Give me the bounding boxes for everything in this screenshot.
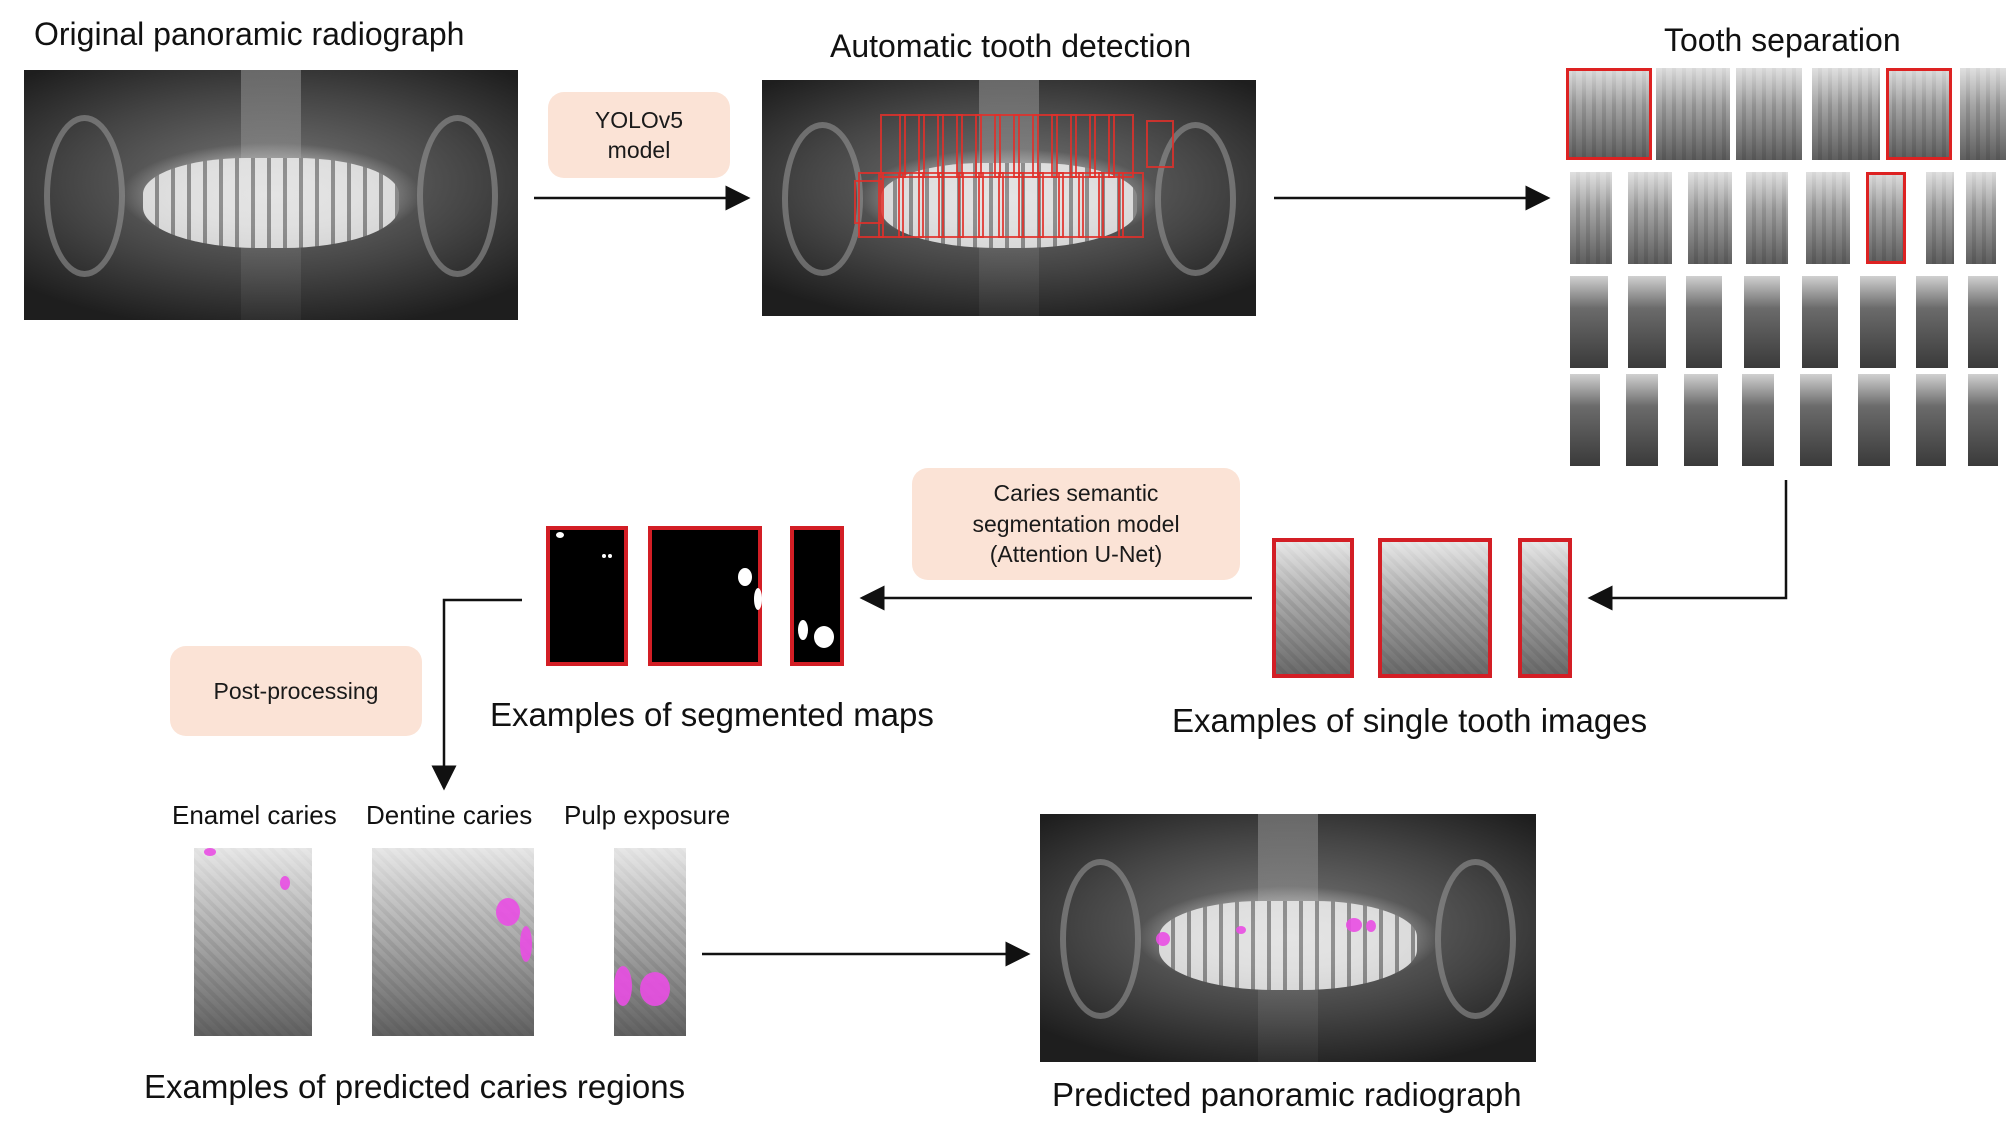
title-automatic-tooth-detection: Automatic tooth detection — [830, 28, 1192, 64]
yolo-label-line2: model — [607, 137, 671, 163]
separated-tooth-tile — [1966, 172, 1996, 264]
detection-box — [956, 114, 982, 178]
separated-tooth-tile — [1686, 276, 1722, 368]
caption-segmented-maps: Examples of segmented maps — [490, 696, 934, 733]
separated-tooth-tile — [1968, 276, 1998, 368]
predicted-pulp-exposure-image — [614, 848, 686, 1036]
label-pulp-exposure: Pulp exposure — [564, 800, 731, 830]
predicted-panoramic-image — [1040, 814, 1536, 1062]
detection-box — [1038, 172, 1064, 238]
separated-tooth-tile — [1968, 374, 1998, 466]
separated-tooth-tile — [1570, 276, 1608, 368]
detection-box — [854, 180, 882, 224]
detection-box — [1098, 172, 1124, 238]
segmented-map-2 — [648, 526, 762, 666]
separated-tooth-tile — [1858, 374, 1890, 466]
detection-box — [878, 172, 904, 238]
separated-tooth-tile — [1812, 68, 1880, 160]
caption-single-tooth-images: Examples of single tooth images — [1172, 702, 1648, 739]
separated-tooth-tile — [1926, 172, 1954, 264]
caption-predicted-caries-regions: Examples of predicted caries regions — [144, 1068, 686, 1105]
label-enamel-caries: Enamel caries — [172, 800, 337, 830]
detection-box — [1058, 172, 1084, 238]
caption-predicted-panoramic: Predicted panoramic radiograph — [1052, 1076, 1522, 1113]
separated-tooth-tile — [1886, 68, 1952, 160]
detection-box — [994, 114, 1020, 178]
detection-box — [1032, 114, 1058, 178]
separated-tooth-tile — [1736, 68, 1802, 160]
separated-tooth-tile — [1688, 172, 1732, 264]
detection-box — [918, 114, 944, 178]
post-processing-label: Post-processing — [213, 677, 379, 704]
detection-box — [978, 172, 1004, 238]
tooth-separation-grid — [1560, 68, 2006, 466]
detection-box — [918, 172, 944, 238]
separated-tooth-tile — [1570, 172, 1612, 264]
separated-tooth-tile — [1806, 172, 1850, 264]
separated-tooth-tile — [1860, 276, 1896, 368]
detection-box — [1051, 114, 1077, 178]
separated-tooth-tile — [1570, 374, 1600, 466]
separated-tooth-tile — [1656, 68, 1730, 160]
single-tooth-image-3 — [1518, 538, 1572, 678]
detection-box — [1013, 114, 1039, 178]
label-dentine-caries: Dentine caries — [366, 800, 533, 830]
separated-tooth-tile — [1684, 374, 1718, 466]
separated-tooth-tile — [1916, 374, 1946, 466]
detection-panoramic-image — [762, 80, 1256, 316]
detection-box — [858, 172, 884, 238]
detection-box — [898, 172, 924, 238]
separated-tooth-tile — [1626, 374, 1658, 466]
yolo-label-line1: YOLOv5 — [594, 106, 684, 133]
segmented-map-1 — [546, 526, 628, 666]
detection-box — [937, 114, 963, 178]
detection-box — [938, 172, 964, 238]
detection-box — [880, 114, 906, 178]
detection-box — [958, 172, 984, 238]
attention-unet-model-box: Caries semantic segmentation model (Atte… — [912, 468, 1240, 580]
separated-tooth-tile — [1802, 276, 1838, 368]
detection-box — [1118, 172, 1144, 238]
separated-tooth-tile — [1960, 68, 2006, 160]
detection-box — [1078, 172, 1104, 238]
post-processing-box: Post-processing — [170, 646, 422, 736]
detection-box — [975, 114, 1001, 178]
title-tooth-separation: Tooth separation — [1664, 22, 1901, 58]
yolov5-model-box: YOLOv5 model — [548, 92, 730, 178]
unet-label-line3: (Attention U-Net) — [989, 541, 1163, 568]
unet-label-line1: Caries semantic — [993, 480, 1159, 507]
title-original-radiograph: Original panoramic radiograph — [34, 16, 465, 52]
unet-label-line2: segmentation model — [972, 510, 1180, 537]
segmented-map-3 — [790, 526, 844, 666]
separated-tooth-tile — [1866, 172, 1906, 264]
single-tooth-image-1 — [1272, 538, 1354, 678]
separated-tooth-tile — [1800, 374, 1832, 466]
separated-tooth-tile — [1746, 172, 1788, 264]
detection-box — [998, 172, 1024, 238]
detection-box — [1108, 114, 1134, 178]
arrow-segmented-to-predicted-regions — [431, 598, 522, 791]
detection-box — [1146, 120, 1174, 168]
separated-tooth-tile — [1744, 276, 1780, 368]
predicted-dentine-caries-image — [372, 848, 534, 1036]
separated-tooth-tile — [1628, 172, 1672, 264]
original-panoramic-image — [24, 70, 518, 320]
arrow-separation-to-single-tooth — [1587, 480, 1788, 611]
detection-box — [899, 114, 925, 178]
detection-box — [1018, 172, 1044, 238]
predicted-enamel-caries-image — [194, 848, 312, 1036]
separated-tooth-tile — [1628, 276, 1666, 368]
separated-tooth-tile — [1916, 276, 1948, 368]
separated-tooth-tile — [1566, 68, 1652, 160]
separated-tooth-tile — [1742, 374, 1774, 466]
single-tooth-image-2 — [1378, 538, 1492, 678]
